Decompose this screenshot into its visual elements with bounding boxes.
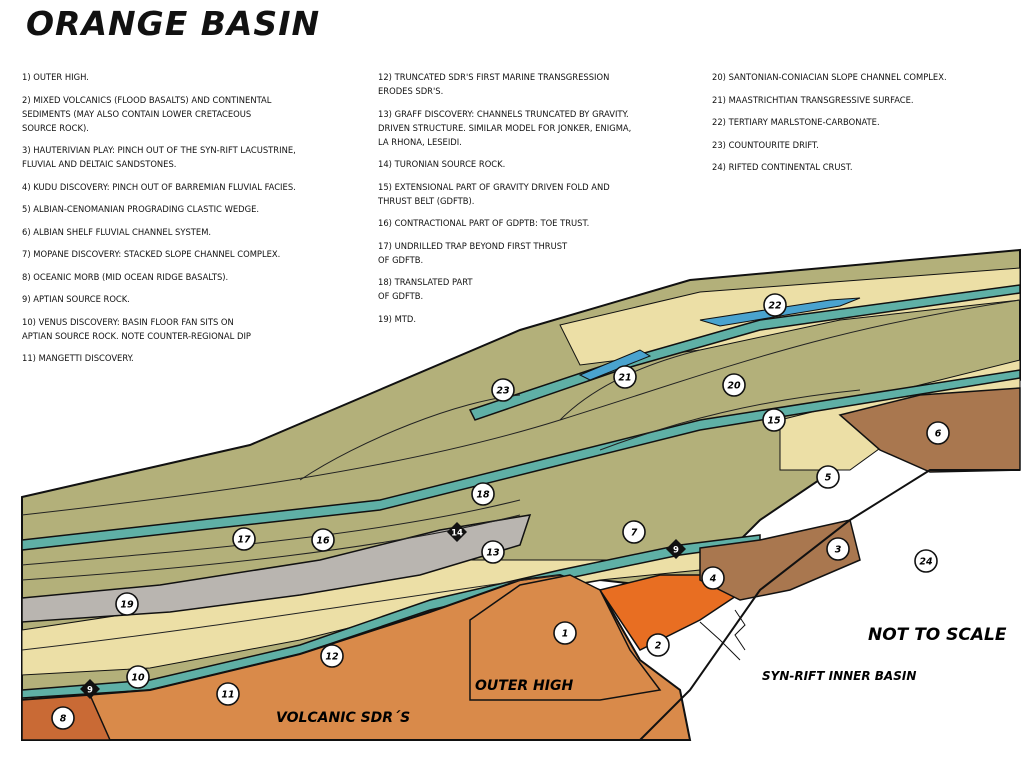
- marker-12: 12: [320, 644, 344, 668]
- svg-text:4: 4: [709, 574, 717, 585]
- legend-item: 21) MAASTRICHTIAN TRANSGRESSIVE SURFACE.: [712, 94, 914, 105]
- svg-text:7: 7: [631, 528, 638, 539]
- diamond-marker-9: 9: [80, 679, 100, 699]
- svg-text:14: 14: [451, 529, 463, 539]
- svg-text:19: 19: [120, 600, 134, 611]
- marker-20: 20: [722, 373, 746, 397]
- legend-item: 6) ALBIAN SHELF FLUVIAL CHANNEL SYSTEM.: [22, 226, 212, 237]
- marker-2: 2: [646, 633, 670, 657]
- marker-11: 11: [216, 682, 240, 706]
- svg-text:11: 11: [221, 690, 234, 701]
- svg-text:20: 20: [727, 381, 741, 392]
- marker-13: 13: [481, 540, 505, 564]
- volcanic-sdrs-label: VOLCANIC SDR´S: [276, 710, 410, 726]
- marker-22: 22: [763, 293, 787, 317]
- svg-text:1: 1: [562, 629, 569, 640]
- svg-text:22: 22: [768, 301, 782, 312]
- legend-item: 24) RIFTED CONTINENTAL CRUST.: [712, 162, 853, 172]
- marker-8: 8: [51, 706, 75, 730]
- marker-7: 7: [622, 520, 646, 544]
- legend-item: 16) CONTRACTIONAL PART OF GDPTB: TOE TRU…: [378, 218, 590, 228]
- diamond-marker-14: 14: [447, 522, 467, 542]
- blue-marlstone-2: [578, 349, 652, 381]
- marker-18: 18: [471, 482, 495, 506]
- marker-4: 4: [701, 566, 725, 590]
- legend-item: 2) MIXED VOLCANICS (FLOOD BASALTS) AND C…: [22, 94, 272, 133]
- marker-10: 10: [126, 665, 150, 689]
- legend-item: 1) OUTER HIGH.: [22, 72, 89, 82]
- marker-23: 23: [491, 378, 515, 402]
- svg-text:16: 16: [316, 536, 330, 547]
- marker-3: 3: [826, 537, 850, 561]
- svg-text:12: 12: [325, 652, 339, 663]
- legend-item: 11) MANGETTI DISCOVERY.: [22, 353, 134, 363]
- gray-mtd-layer: [21, 514, 532, 623]
- marker-17: 17: [232, 527, 256, 551]
- svg-text:10: 10: [131, 673, 145, 684]
- svg-text:9: 9: [673, 546, 679, 556]
- svg-text:5: 5: [825, 473, 832, 484]
- label-group: NOT TO SCALE SYN-RIFT INNER BASIN OUTER …: [276, 609, 1007, 726]
- outer-high-label: OUTER HIGH: [475, 678, 573, 694]
- continental-crust-outline: [639, 469, 1020, 741]
- legend-column-3: 20) SANTONIAN-CONIACIAN SLOPE CHANNEL CO…: [712, 70, 1012, 183]
- svg-text:21: 21: [618, 373, 631, 384]
- svg-text:2: 2: [655, 641, 662, 652]
- syn-rift-label: SYN-RIFT INNER BASIN: [762, 669, 916, 683]
- marker-6: 6: [926, 421, 950, 445]
- legend-item: 9) APTIAN SOURCE ROCK.: [22, 294, 130, 304]
- svg-text:3: 3: [835, 545, 842, 556]
- diamond-marker-9: 9: [666, 539, 686, 559]
- legend-column-1: 1) OUTER HIGH. 2) MIXED VOLCANICS (FLOOD …: [22, 70, 362, 374]
- legend-item: 18) TRANSLATED PART OF GDFTB.: [378, 277, 473, 301]
- not-to-scale-label: NOT TO SCALE: [868, 625, 1007, 645]
- legend-item: 13) GRAFF DISCOVERY: CHANNELS TRUNCATED …: [378, 108, 632, 147]
- legend-item: 20) SANTONIAN-CONIACIAN SLOPE CHANNEL CO…: [712, 72, 947, 82]
- teal-band-maastrichtian: [468, 284, 1021, 421]
- legend-item: 4) KUDU DISCOVERY: PINCH OUT OF BARREMIA…: [22, 181, 296, 192]
- legend-item: 15) EXTENSIONAL PART OF GRAVITY DRIVEN F…: [378, 181, 610, 206]
- svg-text:18: 18: [476, 490, 490, 501]
- legend-item: 3) HAUTERIVIAN PLAY: PINCH OUT OF THE SY…: [22, 145, 296, 169]
- legend-item: 10) VENUS DISCOVERY: BASIN FLOOR FAN SIT…: [22, 316, 251, 341]
- legend-item: 12) TRUNCATED SDR'S FIRST MARINE TRANSGR…: [378, 72, 610, 96]
- syn-rift-wedge: [598, 574, 747, 651]
- legend-item: 14) TURONIAN SOURCE ROCK.: [378, 159, 506, 169]
- legend-item: 17) UNDRILLED TRAP BEYOND FIRST THRUST O…: [378, 240, 568, 265]
- svg-text:8: 8: [60, 714, 67, 725]
- marker-16: 16: [311, 528, 335, 552]
- legend-item: 22) TERTIARY MARLSTONE-CARBONATE.: [712, 117, 880, 127]
- svg-text:9: 9: [87, 686, 93, 696]
- svg-text:13: 13: [486, 548, 500, 559]
- marker-1: 1: [553, 621, 577, 645]
- svg-text:15: 15: [767, 416, 781, 427]
- marker-15: 15: [762, 408, 786, 432]
- legend-column-2: 12) TRUNCATED SDR'S FIRST MARINE TRANSGR…: [378, 70, 698, 334]
- legend-item: 23) COUNTOURITE DRIFT.: [712, 139, 819, 150]
- legend-item: 8) OCEANIC MORB (MID OCEAN RIDGE BASALTS…: [22, 271, 229, 282]
- marker-21: 21: [613, 365, 637, 389]
- legend-item: 5) ALBIAN-CENOMANIAN PROGRADING CLASTIC …: [22, 204, 260, 214]
- page-title: ORANGE BASIN: [26, 4, 321, 43]
- marker-24: 24: [914, 549, 938, 573]
- marker-5: 5: [816, 465, 840, 489]
- svg-text:24: 24: [919, 557, 933, 568]
- svg-text:6: 6: [935, 429, 942, 440]
- legend-item: 19) MTD.: [378, 313, 417, 324]
- svg-text:17: 17: [237, 535, 251, 546]
- legend-item: 7) MOPANE DISCOVERY: STACKED SLOPE CHANN…: [22, 249, 281, 259]
- marker-19: 19: [115, 592, 139, 616]
- svg-text:23: 23: [496, 386, 510, 397]
